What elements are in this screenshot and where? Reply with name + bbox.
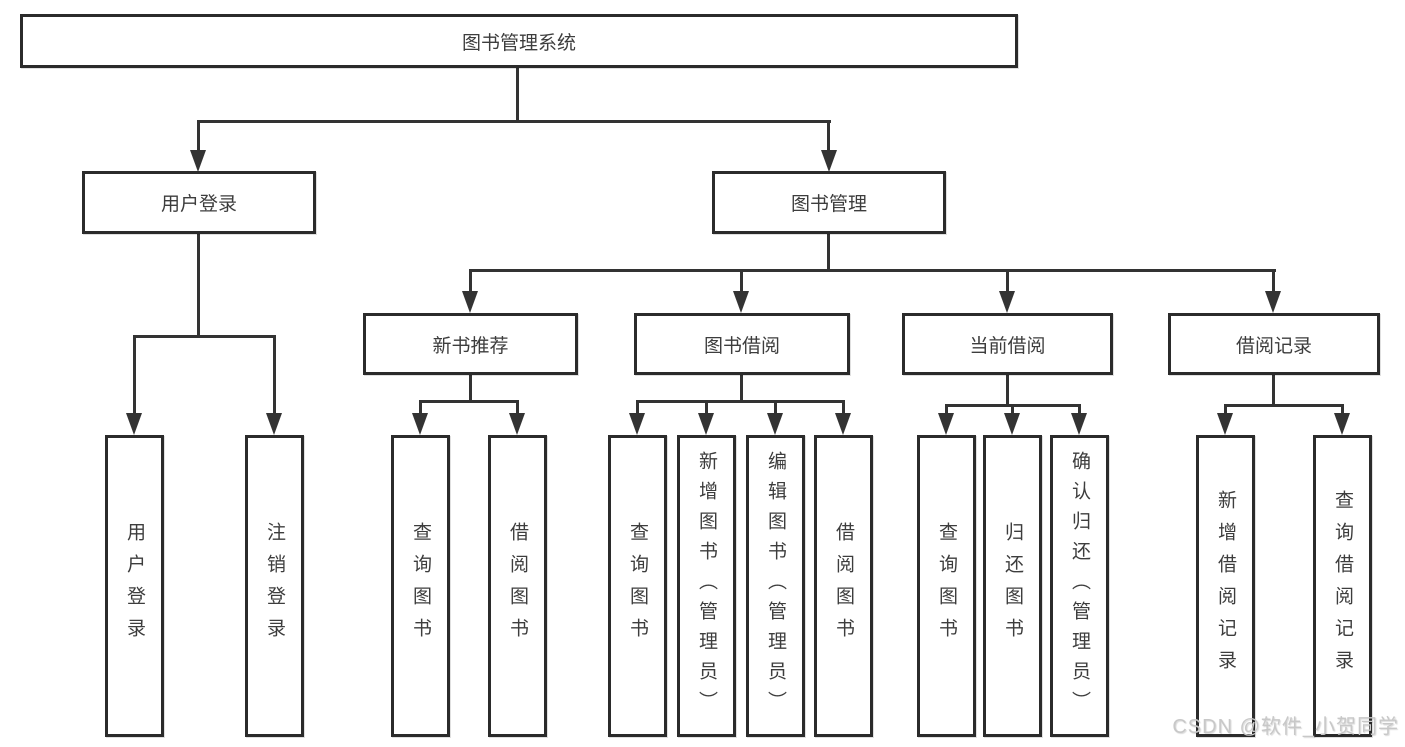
connector-line <box>636 400 845 403</box>
arrow-down-icon <box>1071 413 1087 435</box>
connector-line <box>842 400 845 420</box>
leaf-query-borrow-record: 查询借阅记录 <box>1313 435 1372 737</box>
node-label: 用户登录 <box>160 194 237 215</box>
arrow-down-icon <box>509 413 525 435</box>
leaf-confirm-return-admin: 确认归还（管理员） <box>1050 435 1109 737</box>
connector-line <box>1224 404 1227 420</box>
leaf-edit-books-admin: 编辑图书（管理员） <box>746 435 805 737</box>
connector-line <box>419 400 519 403</box>
node-root: 图书管理系统 <box>20 14 1018 68</box>
leaf-label: 注销登录 <box>264 522 285 650</box>
connector-line <box>1272 269 1275 297</box>
connector-line <box>945 404 948 420</box>
leaf-label: 查询借阅记录 <box>1332 490 1353 682</box>
arrow-down-icon <box>1217 413 1233 435</box>
connector-line <box>1006 375 1009 404</box>
connector-line <box>133 335 136 420</box>
arrow-down-icon <box>821 150 837 172</box>
arrow-down-icon <box>938 413 954 435</box>
connector-line <box>774 400 777 420</box>
connector-line <box>1224 404 1344 407</box>
leaf-label: 查询图书 <box>410 522 431 650</box>
leaf-label: 确认归还（管理员） <box>1069 451 1090 721</box>
leaf-label: 用户登录 <box>124 522 145 650</box>
leaf-user-login: 用户登录 <box>105 435 164 737</box>
leaf-borrow-books-recommend: 借阅图书 <box>488 435 547 737</box>
node-book-management: 图书管理 <box>712 171 946 234</box>
node-user-login: 用户登录 <box>82 171 316 234</box>
leaf-borrow-books: 借阅图书 <box>814 435 873 737</box>
node-borrow-records: 借阅记录 <box>1168 313 1380 375</box>
connector-line <box>705 400 708 420</box>
arrow-down-icon <box>1334 413 1350 435</box>
arrow-down-icon <box>1265 291 1281 313</box>
leaf-label: 新增图书（管理员） <box>696 451 717 721</box>
node-root-label: 图书管理系统 <box>461 32 576 54</box>
arrow-down-icon <box>767 413 783 435</box>
arrow-down-icon <box>190 150 206 172</box>
node-new-book-recommend: 新书推荐 <box>363 313 578 375</box>
node-book-borrow: 图书借阅 <box>634 313 850 375</box>
arrow-down-icon <box>733 291 749 313</box>
arrow-down-icon <box>462 291 478 313</box>
arrow-down-icon <box>999 291 1015 313</box>
leaf-label: 借阅图书 <box>507 522 528 650</box>
leaf-add-borrow-record: 新增借阅记录 <box>1196 435 1255 737</box>
arrow-down-icon <box>629 413 645 435</box>
connector-line <box>1341 404 1344 420</box>
leaf-label: 新增借阅记录 <box>1215 490 1236 682</box>
arrow-down-icon <box>412 413 428 435</box>
leaf-logout: 注销登录 <box>245 435 304 737</box>
connector-line <box>827 234 830 269</box>
node-label: 图书借阅 <box>703 335 780 357</box>
connector-line <box>133 335 276 338</box>
leaf-label: 编辑图书（管理员） <box>765 451 786 721</box>
connector-line <box>197 120 831 123</box>
connector-line <box>740 269 743 297</box>
leaf-label: 归还图书 <box>1002 522 1023 650</box>
connector-line <box>740 375 743 400</box>
connector-line <box>273 335 276 420</box>
leaf-query-books-recommend: 查询图书 <box>391 435 450 737</box>
connector-line <box>1006 269 1009 297</box>
connector-line <box>1272 375 1275 404</box>
leaf-label: 查询图书 <box>936 522 957 650</box>
node-label: 图书管理 <box>790 194 867 215</box>
arrow-down-icon <box>698 413 714 435</box>
arrow-down-icon <box>266 413 282 435</box>
leaf-label: 查询图书 <box>627 522 648 650</box>
leaf-query-books-current: 查询图书 <box>917 435 976 737</box>
watermark: CSDN @软件_小贺同学 <box>1172 716 1399 738</box>
connector-line <box>419 400 422 420</box>
connector-line <box>827 120 830 155</box>
leaf-query-books-borrow: 查询图书 <box>608 435 667 737</box>
connector-line <box>197 120 200 155</box>
leaf-label: 借阅图书 <box>833 522 854 650</box>
arrow-down-icon <box>835 413 851 435</box>
arrow-down-icon <box>1004 413 1020 435</box>
connector-line <box>197 234 200 335</box>
connector-line <box>516 400 519 420</box>
node-label: 当前借阅 <box>969 335 1046 357</box>
connector-line <box>469 269 472 297</box>
leaf-add-books-admin: 新增图书（管理员） <box>677 435 736 737</box>
connector-line <box>1078 404 1081 420</box>
connector-line <box>469 375 472 400</box>
arrow-down-icon <box>126 413 142 435</box>
connector-line <box>469 269 1276 272</box>
node-label: 借阅记录 <box>1235 335 1312 357</box>
leaf-return-books: 归还图书 <box>983 435 1042 737</box>
connector-line <box>1011 404 1014 420</box>
node-current-borrow: 当前借阅 <box>902 313 1113 375</box>
connector-line <box>516 68 519 120</box>
connector-line <box>636 400 639 420</box>
node-label: 新书推荐 <box>432 335 509 357</box>
